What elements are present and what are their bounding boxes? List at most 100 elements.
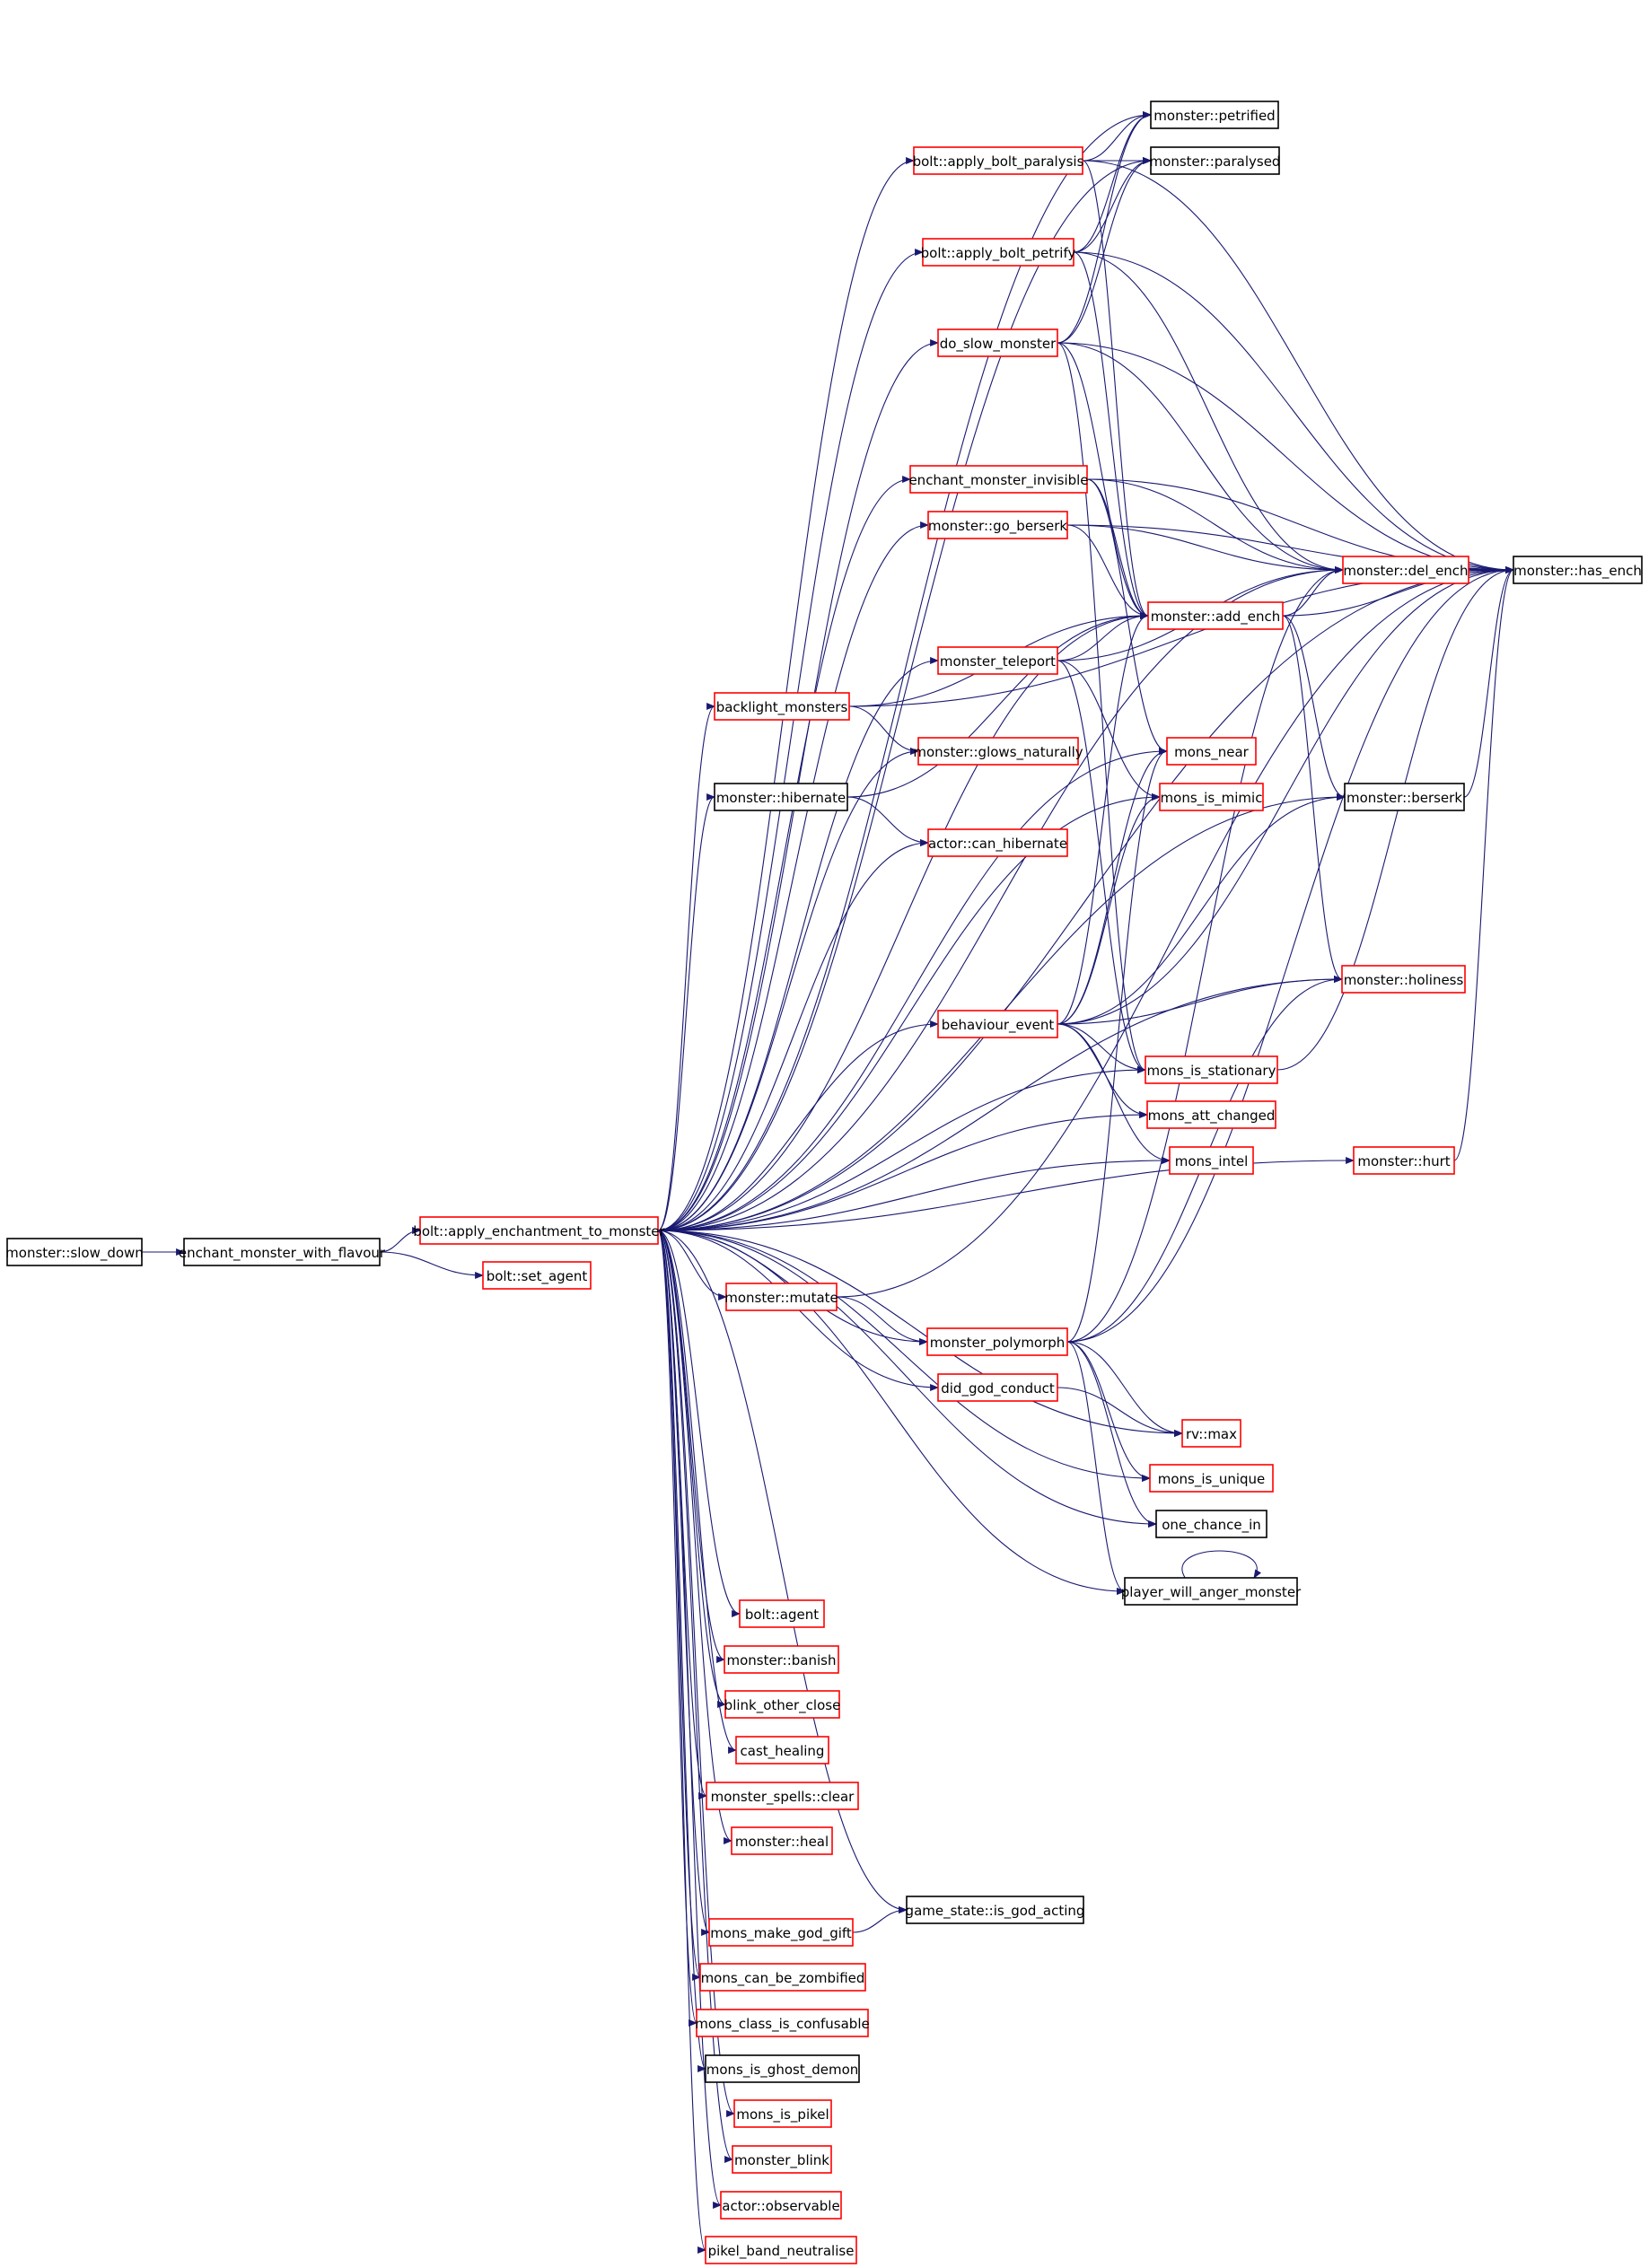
node-zombified[interactable]: mons_can_be_zombified: [699, 1963, 866, 1992]
edge-polymorph-to-rv-max: [1066, 1341, 1183, 1437]
node-label: monster_teleport: [940, 653, 1056, 670]
node-bolt-agent[interactable]: bolt::agent: [739, 1599, 825, 1628]
node-box: [927, 828, 1068, 857]
node-berserk[interactable]: monster::berserk: [1344, 783, 1465, 811]
node-label: mons_is_mimic: [1161, 790, 1263, 807]
node-go-berserk[interactable]: monster::go_berserk: [927, 511, 1068, 539]
node-label: rv::max: [1186, 1426, 1237, 1442]
edge-do-slow-to-has-ench: [1057, 342, 1514, 574]
node-spells-clear[interactable]: monster_spells::clear: [706, 1782, 859, 1810]
node-is-unique[interactable]: mons_is_unique: [1149, 1464, 1274, 1493]
edge-petrify-to-del-ench: [1073, 251, 1344, 574]
node-box: [735, 1736, 829, 1764]
node-box: [708, 1918, 854, 1947]
node-label: mons_is_unique: [1158, 1471, 1266, 1488]
edge-apply-ench-to-can-hibernate: [657, 839, 929, 1231]
node-is-mimic[interactable]: mons_is_mimic: [1159, 783, 1264, 811]
edge-polymorph-to-has-ench: [1066, 566, 1514, 1343]
node-label: monster::petrified: [1153, 108, 1275, 124]
node-intel[interactable]: mons_intel: [1169, 1146, 1254, 1175]
edge-apply-ench-to-blink: [657, 1230, 733, 2163]
edge-apply-ench-to-bolt-agent: [657, 1230, 741, 1617]
node-apply-ench[interactable]: bolt::apply_enchantment_to_monster: [413, 1216, 666, 1245]
edge-petrify-to-add-ench: [1073, 251, 1149, 619]
node-observable[interactable]: actor::observable: [720, 2191, 842, 2220]
node-do-slow[interactable]: do_slow_monster: [937, 328, 1058, 357]
node-mons-near[interactable]: mons_near: [1166, 737, 1257, 766]
edge-behaviour-to-mons-near: [1057, 748, 1168, 1025]
node-paralysed[interactable]: monster::paralysed: [1150, 146, 1281, 175]
node-label: bolt::apply_enchantment_to_monster: [413, 1223, 665, 1240]
edge-polymorph-to-is-unique: [1066, 1341, 1151, 1482]
node-box: [705, 2236, 857, 2264]
node-label: monster::slow_down: [5, 1245, 144, 1262]
edge-behaviour-to-intel: [1057, 1023, 1171, 1164]
edge-behaviour-to-berserk: [1057, 793, 1346, 1025]
node-att-changed[interactable]: mons_att_changed: [1146, 1100, 1276, 1129]
node-banish[interactable]: monster::banish: [724, 1645, 839, 1674]
node-box: [909, 465, 1088, 494]
node-god-conduct[interactable]: did_god_conduct: [937, 1373, 1058, 1402]
node-invisible[interactable]: enchant_monster_invisible: [908, 465, 1089, 494]
edge-anger-to-anger: [1181, 1550, 1262, 1579]
edge-berserk-to-has-ench: [1463, 566, 1514, 798]
node-petrify[interactable]: bolt::apply_bolt_petrify: [921, 238, 1076, 267]
node-can-hibernate[interactable]: actor::can_hibernate: [927, 828, 1068, 857]
edge-hurt-to-has-ench: [1453, 566, 1514, 1161]
node-petrified[interactable]: monster::petrified: [1150, 101, 1279, 129]
node-stationary[interactable]: mons_is_stationary: [1145, 1055, 1278, 1084]
node-hibernate[interactable]: monster::hibernate: [714, 783, 848, 811]
node-slow-down[interactable]: monster::slow_down: [5, 1238, 144, 1266]
node-holiness[interactable]: monster::holiness: [1341, 965, 1466, 994]
node-enchant-flavour[interactable]: enchant_monster_with_flavour: [179, 1238, 386, 1266]
node-box: [1181, 1419, 1241, 1448]
node-box: [927, 511, 1068, 539]
edge-apply-ench-to-invisible: [657, 476, 911, 1231]
edge-apply-ench-to-is-mimic: [657, 793, 1161, 1231]
node-box: [1146, 1100, 1276, 1129]
edge-apply-ench-to-stationary: [657, 1066, 1146, 1231]
edge-polymorph-to-mons-near: [1066, 748, 1168, 1343]
node-paralysis[interactable]: bolt::apply_bolt_paralysis: [913, 146, 1084, 175]
node-rv-max[interactable]: rv::max: [1181, 1419, 1241, 1448]
node-label: one_chance_in: [1162, 1517, 1261, 1534]
node-glows[interactable]: monster::glows_naturally: [913, 737, 1083, 766]
node-box: [725, 1283, 838, 1311]
node-cast-healing[interactable]: cast_healing: [735, 1736, 829, 1764]
node-hurt[interactable]: monster::hurt: [1353, 1146, 1455, 1175]
node-teleport[interactable]: monster_teleport: [937, 646, 1058, 675]
node-del-ench[interactable]: monster::del_ench: [1342, 556, 1469, 584]
node-has-ench[interactable]: monster::has_ench: [1513, 556, 1643, 584]
edge-paralysis-to-has-ench: [1082, 160, 1514, 574]
node-box: [913, 146, 1083, 175]
node-blink-other[interactable]: blink_other_close: [724, 1690, 841, 1719]
node-god-gift[interactable]: mons_make_god_gift: [708, 1918, 854, 1947]
node-box: [714, 783, 848, 811]
node-god-acting[interactable]: game_state::is_god_acting: [906, 1896, 1085, 1924]
node-add-ench[interactable]: monster::add_ench: [1147, 601, 1284, 630]
edge-apply-ench-to-petrify: [657, 249, 924, 1231]
node-ghost-demon[interactable]: mons_is_ghost_demon: [705, 2054, 860, 2083]
node-pikel-band[interactable]: pikel_band_neutralise: [705, 2236, 857, 2264]
node-label: enchant_monster_invisible: [908, 472, 1088, 489]
edge-god-conduct-to-rv-max: [1057, 1387, 1183, 1437]
node-polymorph[interactable]: monster_polymorph: [926, 1327, 1068, 1356]
edge-enchant-flavour-to-set-agent: [379, 1251, 484, 1279]
node-is-pikel[interactable]: mons_is_pikel: [733, 2099, 832, 2128]
node-set-agent[interactable]: bolt::set_agent: [482, 1261, 592, 1290]
node-confusable[interactable]: mons_class_is_confusable: [695, 2009, 870, 2037]
node-blink[interactable]: monster_blink: [732, 2145, 832, 2174]
node-box: [1169, 1146, 1254, 1175]
node-one-chance[interactable]: one_chance_in: [1155, 1510, 1267, 1538]
node-backlight[interactable]: backlight_monsters: [714, 692, 850, 721]
node-label: monster::hurt: [1357, 1153, 1450, 1169]
node-heal[interactable]: monster::heal: [731, 1826, 833, 1855]
node-mutate[interactable]: monster::mutate: [724, 1283, 838, 1311]
node-label: game_state::is_god_acting: [906, 1903, 1085, 1920]
node-label: behaviour_event: [942, 1017, 1055, 1034]
node-behaviour[interactable]: behaviour_event: [937, 1010, 1058, 1038]
edge-do-slow-to-petrified: [1057, 111, 1152, 344]
edge-behaviour-to-holiness: [1057, 976, 1343, 1025]
node-anger[interactable]: player_will_anger_monster: [1121, 1577, 1302, 1606]
node-label: monster::mutate: [724, 1290, 838, 1306]
